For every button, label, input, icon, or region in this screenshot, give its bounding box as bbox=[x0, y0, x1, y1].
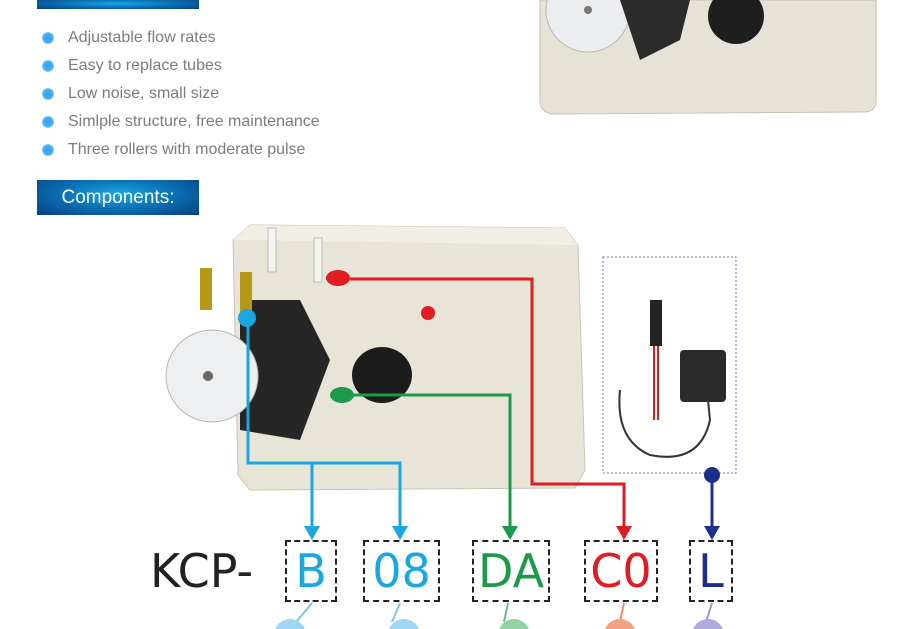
feature-list: Adjustable flow rates Easy to replace tu… bbox=[40, 24, 320, 164]
model-part-connector: C0 bbox=[584, 540, 658, 602]
model-part-power: L bbox=[689, 540, 733, 602]
arrow-icons bbox=[304, 526, 720, 540]
pump-image-top bbox=[539, 0, 877, 115]
components-banner: Components: bbox=[37, 180, 199, 215]
arrow-down-icon bbox=[616, 526, 632, 540]
model-part-tube: 08 bbox=[363, 540, 440, 602]
model-part-motor: DA bbox=[472, 540, 550, 602]
arrow-down-icon bbox=[392, 526, 408, 540]
connector-red bbox=[350, 277, 626, 528]
components-heading: Components: bbox=[61, 187, 175, 208]
bullet-icon bbox=[42, 32, 54, 44]
arrow-down-icon bbox=[502, 526, 518, 540]
connector-green bbox=[350, 393, 512, 528]
pump-image-main bbox=[165, 224, 586, 491]
feature-item: Simlple structure, free maintenance bbox=[40, 108, 320, 136]
bullet-icon bbox=[42, 116, 54, 128]
feature-text: Simlple structure, free maintenance bbox=[68, 113, 320, 130]
feature-text: Three rollers with moderate pulse bbox=[68, 141, 306, 158]
feature-text: Adjustable flow rates bbox=[68, 29, 216, 46]
arrow-down-icon bbox=[704, 526, 720, 540]
top-banner bbox=[37, 0, 199, 9]
bullet-icon bbox=[42, 60, 54, 72]
feature-item: Three rollers with moderate pulse bbox=[40, 136, 320, 164]
power-adapter-image bbox=[602, 256, 737, 483]
connector-blue bbox=[246, 318, 402, 528]
bullet-icon bbox=[42, 88, 54, 100]
feature-item: Easy to replace tubes bbox=[40, 52, 320, 80]
feature-item: Low noise, small size bbox=[40, 80, 320, 108]
callout-balls bbox=[275, 602, 723, 629]
model-prefix: KCP- bbox=[150, 544, 254, 598]
feature-text: Low noise, small size bbox=[68, 85, 220, 102]
arrow-down-icon bbox=[304, 526, 320, 540]
model-part-series: B bbox=[285, 540, 337, 602]
feature-item: Adjustable flow rates bbox=[40, 24, 320, 52]
bullet-icon bbox=[42, 144, 54, 156]
feature-text: Easy to replace tubes bbox=[68, 57, 222, 74]
